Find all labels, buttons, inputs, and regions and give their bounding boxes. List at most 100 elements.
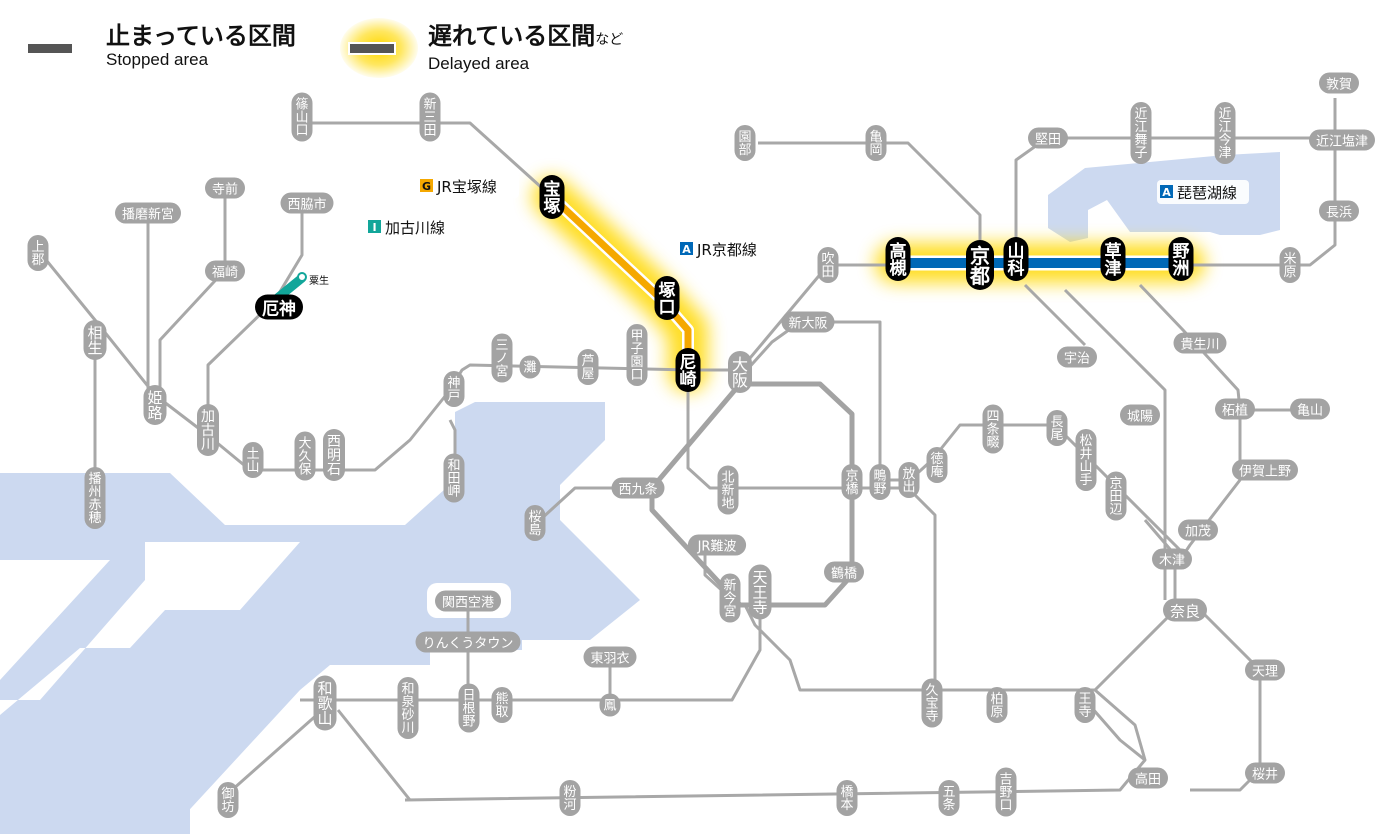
station-shinimamiya[interactable]: 新今宮 — [719, 573, 741, 623]
station-label-char: 王 — [1078, 692, 1091, 707]
station-okubo[interactable]: 大久保 — [294, 431, 316, 481]
station-kokawa[interactable]: 粉河 — [559, 780, 581, 816]
station-maibara[interactable]: 米原 — [1279, 247, 1301, 283]
station-hanaten[interactable]: 放出 — [898, 462, 920, 498]
station-affected-3[interactable]: 厄神 — [255, 294, 303, 320]
station-affected-2[interactable]: 尼崎 — [675, 348, 701, 392]
station-takada[interactable]: 高田 — [1128, 767, 1168, 789]
station-nada[interactable]: 灘 — [519, 355, 541, 379]
station-kumatori[interactable]: 熊取 — [491, 687, 513, 723]
station-kitashinchi[interactable]: 北新地 — [717, 465, 739, 515]
station-omishiotsu[interactable]: 近江塩津 — [1309, 129, 1375, 151]
station-affected-6[interactable]: 山科 — [1003, 237, 1029, 281]
station-kyuhoji[interactable]: 久宝寺 — [921, 678, 943, 728]
station-katata[interactable]: 堅田 — [1028, 127, 1068, 149]
station-yoshinoguchi[interactable]: 吉野口 — [995, 767, 1017, 817]
station-kobe[interactable]: 神戸 — [443, 371, 465, 407]
station-uji[interactable]: 宇治 — [1057, 346, 1097, 368]
station-kibukawa[interactable]: 貴生川 — [1173, 332, 1227, 354]
station-shinsanda[interactable]: 新三田 — [419, 92, 441, 142]
station-sakurai[interactable]: 桜井 — [1245, 762, 1285, 784]
station-pill — [734, 125, 756, 161]
station-affected-4[interactable]: 高槻 — [885, 237, 911, 281]
station-label-char: 米 — [1283, 252, 1296, 267]
station-terasaki[interactable]: 寺前 — [205, 177, 245, 199]
station-nishikujo[interactable]: 西九条 — [611, 477, 665, 499]
station-nagao[interactable]: 長尾 — [1046, 410, 1068, 446]
station-affected-5[interactable]: 京都 — [966, 240, 994, 290]
station-label-char: 土 — [246, 447, 259, 462]
station-kashiwara[interactable]: 柏原 — [986, 687, 1008, 723]
station-gobo[interactable]: 御坊 — [217, 782, 239, 818]
station-joyo[interactable]: 城陽 — [1120, 404, 1160, 426]
station-nishiwakishi[interactable]: 西脇市 — [280, 192, 334, 214]
station-hashimoto[interactable]: 橋本 — [836, 780, 858, 816]
station-aioi[interactable]: 相生 — [83, 320, 107, 360]
station-dobo[interactable]: 土山 — [242, 442, 264, 478]
station-higashihagoromo[interactable]: 東羽衣 — [583, 646, 637, 668]
station-jrnamba[interactable]: JR難波 — [687, 534, 747, 556]
station-shijonawate[interactable]: 四条畷 — [982, 404, 1004, 454]
station-affected-1[interactable]: 塚口 — [654, 276, 680, 320]
station-label: 厄神 — [262, 299, 296, 320]
station-himeji[interactable]: 姫路 — [143, 385, 167, 425]
station-sonobe[interactable]: 園部 — [734, 125, 756, 161]
station-affected-0[interactable]: 宝塚 — [539, 175, 565, 219]
station-shinosaka[interactable]: 新大阪 — [781, 311, 835, 333]
station-tenri[interactable]: 天理 — [1245, 659, 1285, 681]
station-label-char: 野 — [1173, 242, 1190, 262]
station-pill — [491, 687, 513, 723]
station-pill — [687, 534, 747, 556]
station-affected-7[interactable]: 草津 — [1100, 237, 1126, 281]
station-label-char: 部 — [738, 143, 751, 158]
station-sannomiya[interactable]: 三ノ宮 — [491, 333, 513, 383]
station-kameyama[interactable]: 亀山 — [1290, 398, 1330, 420]
station-igaueno[interactable]: 伊賀上野 — [1232, 459, 1298, 481]
station-label: 高田 — [1135, 772, 1161, 788]
station-kansaiairport[interactable]: 関西空港 — [435, 590, 501, 612]
station-sakurajima[interactable]: 桜島 — [524, 505, 546, 541]
station-label-char: 原 — [1283, 265, 1296, 280]
station-nagahama[interactable]: 長浜 — [1319, 200, 1359, 222]
station-pill — [217, 782, 239, 818]
station-tokuan[interactable]: 徳庵 — [926, 447, 948, 483]
station-wadamisaki[interactable]: 和田岬 — [443, 453, 465, 503]
station-ashiya[interactable]: 芦屋 — [577, 349, 599, 385]
station-otori[interactable]: 鳳 — [599, 693, 621, 717]
station-suita[interactable]: 吹田 — [817, 247, 839, 283]
station-rinkutown[interactable]: りんくうタウン — [415, 631, 521, 653]
station-tsuruga[interactable]: 敦賀 — [1319, 72, 1359, 94]
station-sasayamaguchi[interactable]: 篠山口 — [291, 92, 313, 142]
ao-station-label: 粟生 — [309, 274, 329, 287]
station-tennoji[interactable]: 天王寺 — [748, 564, 772, 620]
station-pill — [1075, 429, 1097, 491]
station-osaka[interactable]: 大阪 — [728, 351, 752, 393]
station-nishiakashi[interactable]: 西明石 — [323, 429, 345, 481]
station-fukusaki[interactable]: 福崎 — [205, 260, 245, 282]
station-kyotanabe[interactable]: 京田辺 — [1105, 471, 1127, 521]
station-affected-8[interactable]: 野洲 — [1168, 237, 1194, 281]
station-shigino[interactable]: 鴫野 — [869, 464, 891, 500]
station-label-char: 播 — [88, 472, 101, 487]
station-gojo[interactable]: 五条 — [938, 780, 960, 816]
station-kizu[interactable]: 木津 — [1152, 548, 1192, 570]
station-oji[interactable]: 王寺 — [1074, 687, 1096, 723]
station-kyobashi[interactable]: 京橋 — [841, 464, 863, 500]
station-kakogawa[interactable]: 加古川 — [197, 404, 219, 456]
station-label-char: 大 — [298, 437, 311, 452]
station-harimashingu[interactable]: 播磨新宮 — [115, 202, 181, 224]
station-hineno[interactable]: 日根野 — [458, 683, 480, 733]
station-tsuruhashi[interactable]: 鶴橋 — [824, 561, 864, 583]
station-kamo[interactable]: 加茂 — [1178, 519, 1218, 541]
station-wakayama[interactable]: 和歌山 — [313, 675, 337, 731]
station-kamigori[interactable]: 上郡 — [27, 235, 49, 271]
station-nara[interactable]: 奈良 — [1163, 598, 1207, 622]
station-tsuge[interactable]: 柘植 — [1215, 398, 1255, 420]
station-kameoka[interactable]: 亀岡 — [865, 125, 887, 161]
